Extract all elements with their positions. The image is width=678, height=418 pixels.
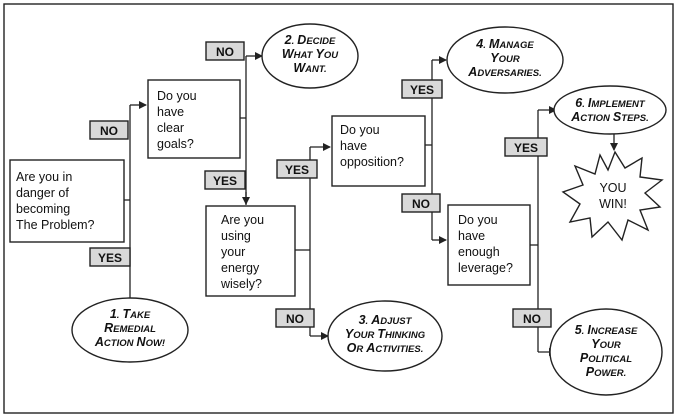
diagram-frame xyxy=(3,3,674,414)
outcome-adjust-line: OR ACTIVITIES. xyxy=(347,341,424,355)
yes-tag-label: YES xyxy=(514,141,538,155)
outcome-decide-line: 2. DECIDE xyxy=(284,33,336,47)
question-energy-line: energy xyxy=(221,261,260,275)
you-win-line: WIN! xyxy=(599,197,627,211)
question-danger-line: The Problem? xyxy=(16,218,95,232)
question-opposition-line: have xyxy=(340,139,367,153)
no-tag-label: NO xyxy=(523,312,541,326)
outcome-manage-line: YOUR xyxy=(490,51,520,65)
outcome-increase-line: 5. INCREASE xyxy=(575,323,638,337)
question-leverage-line: leverage? xyxy=(458,261,513,275)
no-tag: NO xyxy=(512,308,552,328)
question-opposition: Do you have opposition? xyxy=(331,115,426,187)
you-win-starburst: YOU WIN! xyxy=(561,150,664,242)
question-goals-line: Do you xyxy=(157,89,197,103)
outcome-increase-line: POLITICAL xyxy=(580,351,632,365)
question-energy: Are you using your energy wisely? xyxy=(205,205,296,297)
yes-tag: YES xyxy=(204,170,246,190)
outcome-increase-line: YOUR xyxy=(591,337,621,351)
no-tag: NO xyxy=(275,308,315,328)
outcome-remedial-line: ACTION NOW! xyxy=(94,335,165,349)
yes-tag-label: YES xyxy=(285,163,309,177)
question-leverage: Do you have enough leverage? xyxy=(447,204,531,286)
yes-tag-label: YES xyxy=(98,251,122,265)
question-danger-line: danger of xyxy=(16,186,69,200)
question-goals: Do you have clear goals? xyxy=(147,79,241,159)
question-danger-line: becoming xyxy=(16,202,70,216)
question-opposition-line: opposition? xyxy=(340,155,404,169)
outcome-manage-line: ADVERSARIES. xyxy=(467,65,541,79)
outcome-adjust-line: 3. ADJUST xyxy=(359,313,413,327)
yes-tag-label: YES xyxy=(213,174,237,188)
question-energy-line: using xyxy=(221,229,251,243)
outcome-implement-line: 6. IMPLEMENT xyxy=(575,96,646,110)
question-leverage-line: have xyxy=(458,229,485,243)
yes-tag: YES xyxy=(89,247,131,267)
yes-tag-label: YES xyxy=(410,83,434,97)
question-energy-line: your xyxy=(221,245,245,259)
no-tag-label: NO xyxy=(286,312,304,326)
no-tag: NO xyxy=(401,193,441,213)
question-leverage-line: enough xyxy=(458,245,500,259)
you-win-line: YOU xyxy=(599,181,626,195)
question-leverage-line: Do you xyxy=(458,213,498,227)
outcome-decide-line: WANT. xyxy=(293,61,326,75)
outcome-implement: 6. IMPLEMENT ACTION STEPS. xyxy=(553,85,667,135)
yes-tag: YES xyxy=(504,137,548,157)
no-tag-label: NO xyxy=(412,197,430,211)
outcome-increase-line: POWER. xyxy=(586,365,627,379)
outcome-manage: 4. MANAGE YOUR ADVERSARIES. xyxy=(446,26,564,94)
outcome-decide-line: WHAT YOU xyxy=(282,47,339,61)
outcome-increase: 5. INCREASE YOUR POLITICAL POWER. xyxy=(549,308,663,396)
question-danger: Are you in danger of becoming The Proble… xyxy=(9,159,125,243)
question-danger-line: Are you in xyxy=(16,170,72,184)
question-opposition-line: Do you xyxy=(340,123,380,137)
no-tag-label: NO xyxy=(216,45,234,59)
outcome-remedial-line: 1. TAKE xyxy=(110,307,151,321)
outcome-adjust-line: YOUR THINKING xyxy=(345,327,426,341)
yes-tag: YES xyxy=(401,79,443,99)
question-goals-line: clear xyxy=(157,121,184,135)
no-tag: NO xyxy=(89,120,129,140)
question-energy-line: Are you xyxy=(221,213,264,227)
outcome-decide: 2. DECIDE WHAT YOU WANT. xyxy=(261,23,359,89)
yes-tag: YES xyxy=(276,159,318,179)
outcome-adjust: 3. ADJUST YOUR THINKING OR ACTIVITIES. xyxy=(327,300,443,372)
outcome-manage-line: 4. MANAGE xyxy=(475,37,534,51)
no-tag: NO xyxy=(205,41,245,61)
no-tag-label: NO xyxy=(100,124,118,138)
outcome-implement-line: ACTION STEPS. xyxy=(570,110,648,124)
question-goals-line: goals? xyxy=(157,137,194,151)
question-goals-line: have xyxy=(157,105,184,119)
question-energy-line: wisely? xyxy=(220,277,262,291)
outcome-remedial-line: REMEDIAL xyxy=(104,321,156,335)
outcome-remedial: 1. TAKE REMEDIAL ACTION NOW! xyxy=(71,297,189,363)
